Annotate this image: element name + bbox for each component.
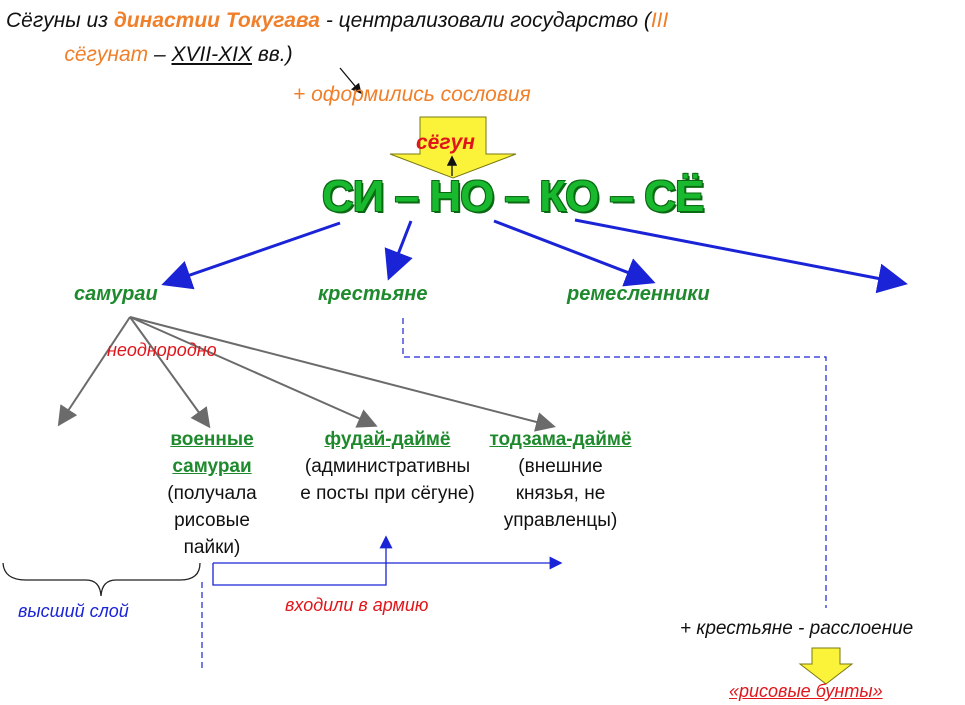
column-fudai-daimyo: фудай-даймё (административные посты при …	[300, 426, 475, 507]
pointer-arrow	[339, 67, 362, 94]
arrow-samurai-military	[129, 316, 211, 429]
peasant-stratification-label: + крестьяне - расслоение	[680, 618, 914, 639]
upper-layer-label: высший слой	[18, 601, 129, 621]
column-head: военные самураи	[170, 429, 254, 477]
peasants-dashed-line	[402, 318, 827, 608]
army-arrow-path	[212, 535, 393, 586]
column-head: тодзама-даймё	[489, 429, 632, 450]
upper-layer-brace	[2, 562, 201, 597]
shogunate-word: сёгунат	[64, 43, 149, 66]
century-range: XVII-XIX	[171, 43, 253, 66]
class-samurai: самураи	[74, 283, 158, 305]
column-body: (получала рисовые пайки)	[167, 483, 257, 558]
arrow-to-samurai	[161, 221, 341, 290]
column-tozama-daimyo: тодзама-даймё (внешние князья, не управл…	[488, 426, 633, 534]
shogun-down-arrow	[389, 116, 517, 179]
riots-down-arrow	[798, 647, 854, 685]
joined-army-label: входили в армию	[285, 595, 429, 615]
arrow-to-peasants	[384, 220, 413, 281]
arrow-samurai-left	[57, 316, 131, 427]
arrow-to-artisans	[493, 219, 656, 287]
dynasty-name: династии Токугава	[113, 9, 320, 32]
column-body: (административные посты при сёгуне)	[300, 456, 475, 504]
arrow-to-merchants	[574, 218, 908, 294]
column-military-samurai: военные самураи (получала рисовые пайки)	[147, 426, 277, 561]
estates-note: + оформились сословия	[293, 83, 531, 106]
column-head: фудай-даймё	[324, 429, 451, 450]
shogun-label: сёгун	[416, 131, 475, 154]
page-title: Сёгуны из династии Токугава - централизо…	[6, 9, 669, 66]
arrow-samurai-tozama	[129, 316, 556, 432]
class-artisans: ремесленники	[567, 283, 710, 305]
column-body: (внешние князья, не управленцы)	[503, 456, 618, 531]
arrow-samurai-fudai	[129, 316, 378, 428]
estates-acronym: СИ – НО – КО – СЁ	[322, 172, 704, 221]
rice-riots-label: «рисовые бунты»	[729, 681, 883, 701]
class-peasants: крестьяне	[318, 283, 428, 305]
heterogeneous-label: неоднородно	[107, 340, 217, 360]
